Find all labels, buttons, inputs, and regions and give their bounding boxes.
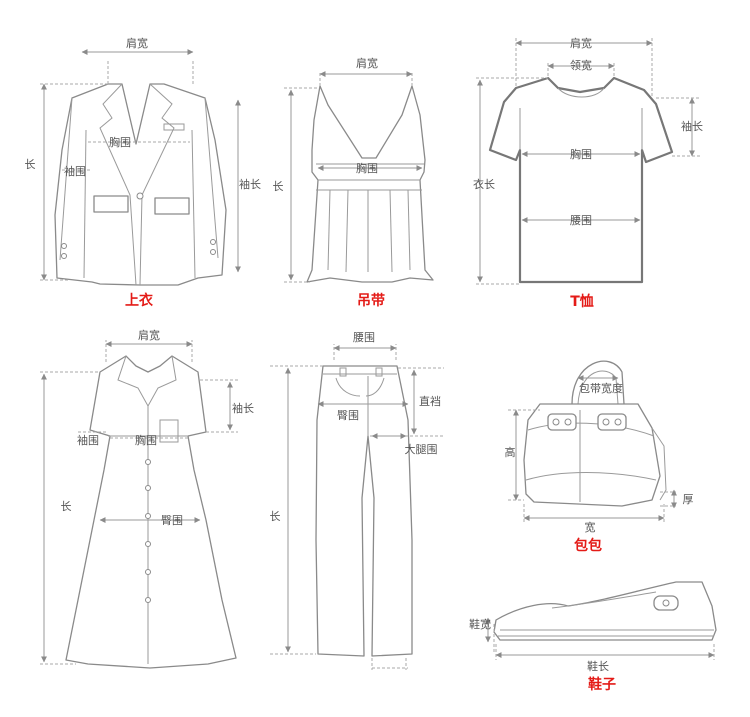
pants-hip-label: 臀围: [337, 409, 359, 422]
dress-length-label: 长: [61, 500, 72, 513]
camisole-figure: [284, 72, 434, 283]
tshirt-length-label: 衣长: [473, 177, 495, 191]
bag-figure: [508, 360, 676, 522]
dress-figure: [40, 340, 238, 669]
tshirt-collar-label: 领宽: [570, 58, 592, 72]
tshirt-chest-label: 胸围: [570, 147, 592, 161]
bag-diagram: 包带宽度 高 宽 厚 包包: [505, 360, 694, 554]
jacket-shoulder-label: 肩宽: [126, 36, 148, 50]
jacket-sleeve-label: 袖长: [239, 177, 261, 191]
shoe-figure: [493, 581, 717, 660]
shoe-width-text: 鞋宽: [469, 617, 491, 631]
camisole-diagram: 肩宽 胸围 长 吊带: [273, 56, 434, 309]
dress-hip-label: 臀围: [161, 514, 183, 527]
pants-length-label: 长: [270, 510, 281, 523]
tshirt-sleeve-label: 袖长: [681, 119, 703, 133]
shoe-title: 鞋子: [588, 676, 616, 693]
tshirt-waist-label: 腰围: [570, 214, 592, 227]
shoe-length-label: 鞋长: [587, 659, 609, 673]
dress-shoulder-label: 肩宽: [138, 328, 160, 342]
jacket-figure: [40, 60, 227, 286]
camisole-length-label: 长: [273, 180, 284, 193]
dress-chest-label: 胸围: [135, 433, 157, 447]
camisole-chest-label: 胸围: [356, 161, 378, 175]
tshirt-figure: [476, 38, 700, 285]
jacket-title: 上衣: [125, 292, 154, 309]
bag-title: 包包: [574, 537, 602, 554]
camisole-title: 吊带: [357, 293, 385, 309]
bag-thickness-label: 厚: [683, 493, 694, 506]
dress-sleeve-label: 袖长: [232, 401, 254, 415]
jacket-diagram: 肩宽 胸围 袖围 长 袖长 上衣: [25, 36, 262, 309]
shoe-diagram: 鞋宽 鞋长 鞋子: [469, 581, 717, 693]
pants-rise-label: 直裆: [419, 394, 441, 408]
bag-height-label: 高: [505, 445, 516, 459]
bag-strap-label: 包带宽度: [579, 381, 623, 395]
bag-width-label: 宽: [585, 520, 596, 534]
jacket-length-label: 长: [25, 158, 36, 171]
dress-diagram: 肩宽 袖围 胸围 袖长 长 臀围: [40, 328, 254, 669]
tshirt-shoulder-label: 肩宽: [570, 36, 592, 50]
tshirt-title: T恤: [570, 293, 594, 310]
jacket-cuff-label: 袖围: [64, 164, 86, 178]
camisole-shoulder-label: 肩宽: [356, 56, 378, 70]
shoe-width-label: 鞋宽: [469, 617, 491, 631]
pants-waist-label: 腰围: [353, 331, 375, 344]
tshirt-diagram: 肩宽 领宽 袖长 胸围 腰围 衣长 T恤: [473, 36, 703, 310]
pants-figure: [270, 344, 444, 670]
pants-thigh-label: 大腿围: [405, 442, 438, 456]
pants-diagram: 腰围 臀围 直裆 大腿围 长: [270, 331, 444, 670]
dress-cuff-label: 袖围: [77, 433, 99, 447]
jacket-chest-label: 胸围: [109, 135, 131, 149]
